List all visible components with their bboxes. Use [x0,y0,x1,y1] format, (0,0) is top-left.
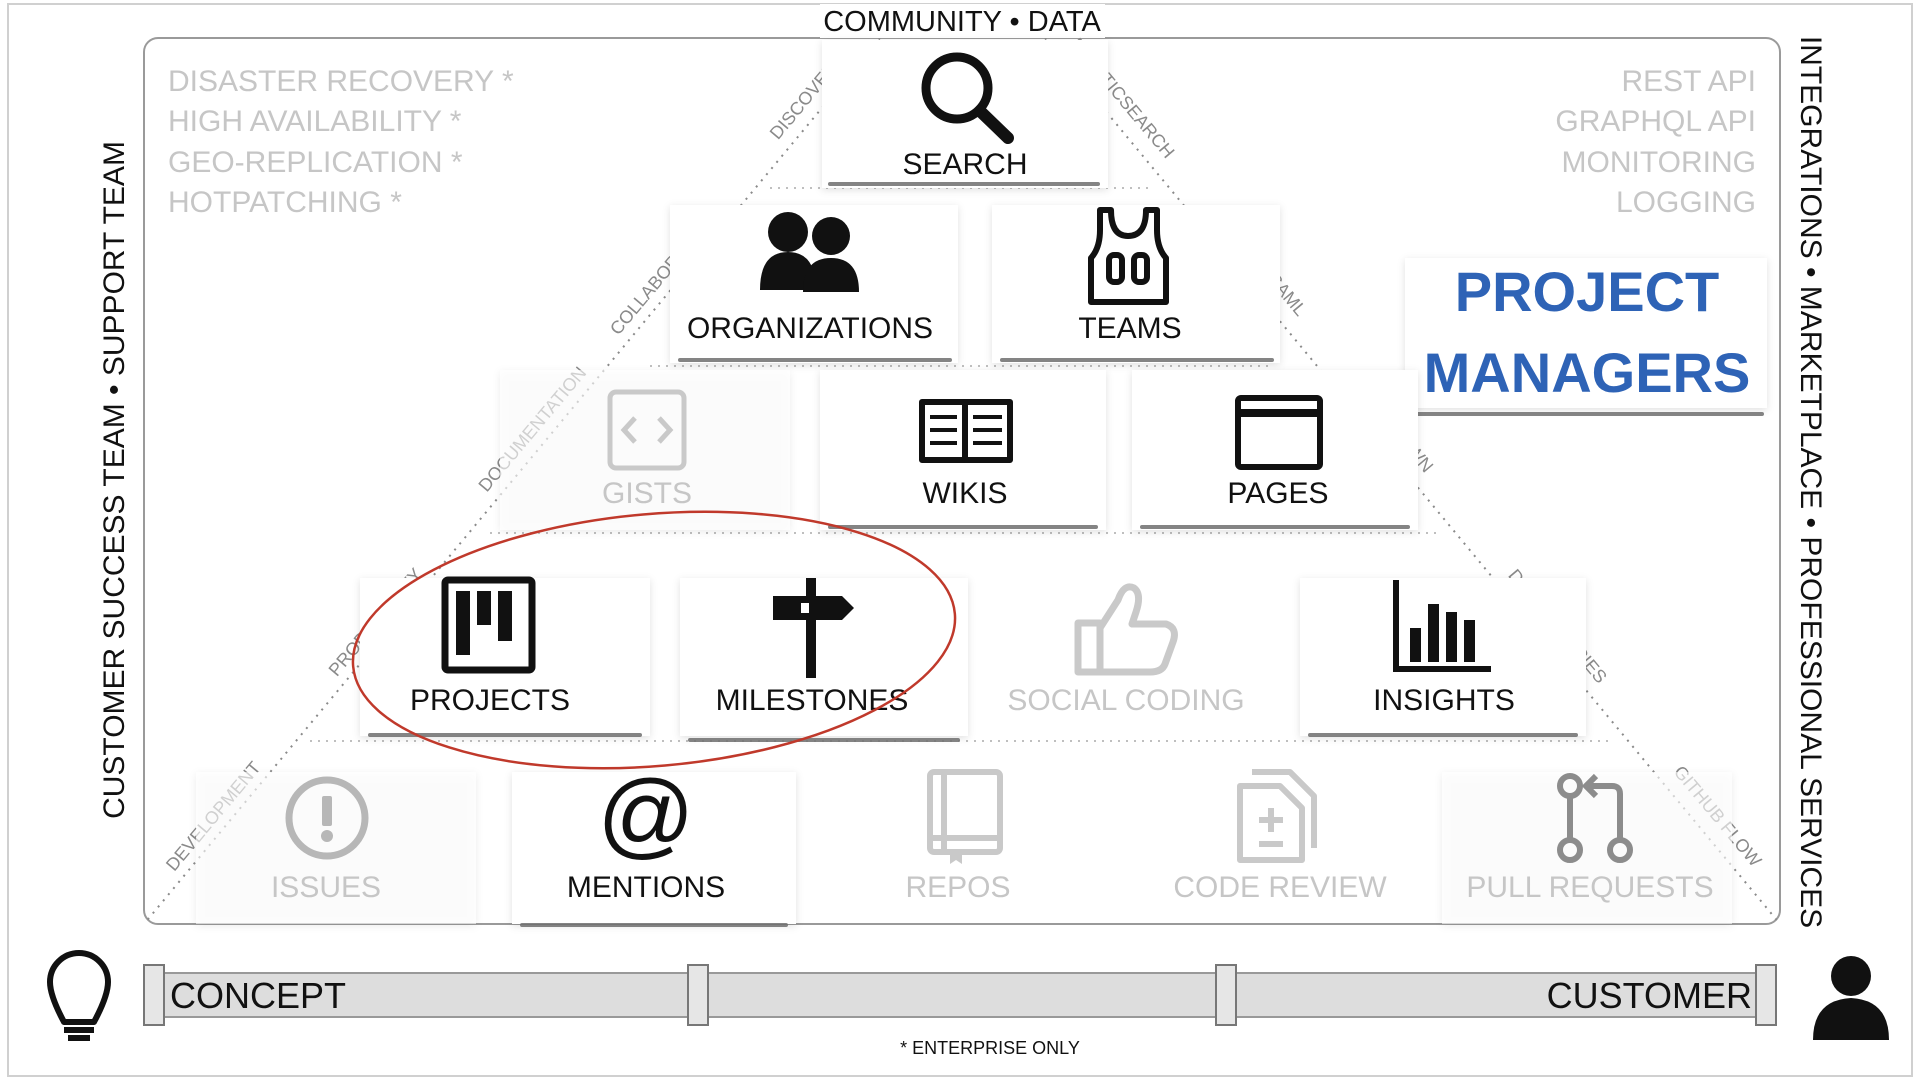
tile-mentions: @ MENTIONS [512,761,796,927]
left-side-label: CUSTOMER SUCCESS TEAM • SUPPORT TEAM [98,141,131,819]
tile-label: MILESTONES [716,684,909,717]
tile-label: CODE REVIEW [1173,871,1387,904]
right-side-label: INTEGRATIONS • MARKETPLACE • PROFESSIONA… [1794,36,1827,928]
enterprise-features-list: DISASTER RECOVERY * HIGH AVAILABILITY * … [168,65,514,219]
tile-label: PROJECTS [410,684,570,717]
list-item: GEO-REPLICATION * [168,146,463,179]
tile-label: SEARCH [902,148,1027,181]
tile-label: SOCIAL CODING [1007,684,1244,717]
timeline-bar: CONCEPT CUSTOMER [143,964,1777,1026]
tile-milestones: MILESTONES [680,578,968,742]
tile-label: PULL REQUESTS [1466,871,1713,904]
diff-file-icon [1237,769,1317,863]
tile-repos: REPOS [905,769,1011,904]
people-icon [760,212,859,292]
highlight-ellipse [351,510,957,770]
tile-label: MENTIONS [567,871,725,904]
persona-line2: MANAGERS [1424,341,1751,404]
code-icon [607,389,687,471]
tile-label: REPOS [905,871,1010,904]
signpost-icon [773,578,854,678]
tile-insights: INSIGHTS [1300,578,1586,737]
browser-window-icon [1235,395,1323,470]
integration-features-list: REST API GRAPHQL API MONITORING LOGGING [1555,65,1756,219]
bar-chart-icon [1393,580,1491,672]
kanban-board-icon [441,576,536,674]
tile-gists: GISTS [500,370,790,530]
list-item: MONITORING [1562,146,1756,179]
tile-organizations: ORGANIZATIONS [670,205,958,363]
list-item: DISASTER RECOVERY * [168,65,514,98]
tile-pull-requests: PULL REQUESTS [1442,772,1732,924]
tile-pages: PAGES [1132,370,1418,530]
tile-search: SEARCH [822,40,1108,188]
list-item: HIGH AVAILABILITY * [168,105,462,138]
svg-text:@: @ [597,761,694,868]
repo-book-icon [927,769,1003,864]
tile-label: INSIGHTS [1373,684,1515,717]
tile-label: ISSUES [271,871,381,904]
list-item: GRAPHQL API [1555,105,1756,138]
person-icon [1813,956,1889,1040]
tile-social-coding: SOCIAL CODING [1007,583,1245,717]
jersey-icon [1088,207,1169,305]
tile-label: WIKIS [922,477,1007,510]
tile-wikis: WIKIS [820,370,1106,530]
timeline-start-label: CONCEPT [170,975,346,1016]
list-item: HOTPATCHING * [168,186,402,219]
tile-issues: ISSUES [196,772,476,924]
tile-projects: PROJECTS [360,576,650,737]
footnote: * ENTERPRISE ONLY [900,1038,1080,1058]
thumbs-up-icon [1074,583,1178,676]
tile-label: GISTS [602,477,692,510]
timeline-end-label: CUSTOMER [1547,975,1752,1016]
tile-label: ORGANIZATIONS [687,312,933,345]
tile-label: TEAMS [1078,312,1181,345]
book-icon [919,399,1013,463]
tile-teams: TEAMS [992,205,1280,363]
list-item: REST API [1621,65,1756,98]
list-item: LOGGING [1616,186,1756,219]
top-title-bg [820,4,1105,38]
at-sign-icon: @ [597,761,694,868]
tile-code-review: CODE REVIEW [1173,769,1387,904]
lightbulb-icon [47,950,111,1041]
pull-request-icon [1557,773,1633,863]
tile-label: PAGES [1227,477,1328,510]
exclamation-circle-icon [285,776,369,860]
persona-line1: PROJECT [1455,260,1720,323]
search-icon [921,52,1014,144]
top-title: COMMUNITY • DATA [823,6,1101,38]
persona-box: PROJECT MANAGERS [1405,258,1767,416]
